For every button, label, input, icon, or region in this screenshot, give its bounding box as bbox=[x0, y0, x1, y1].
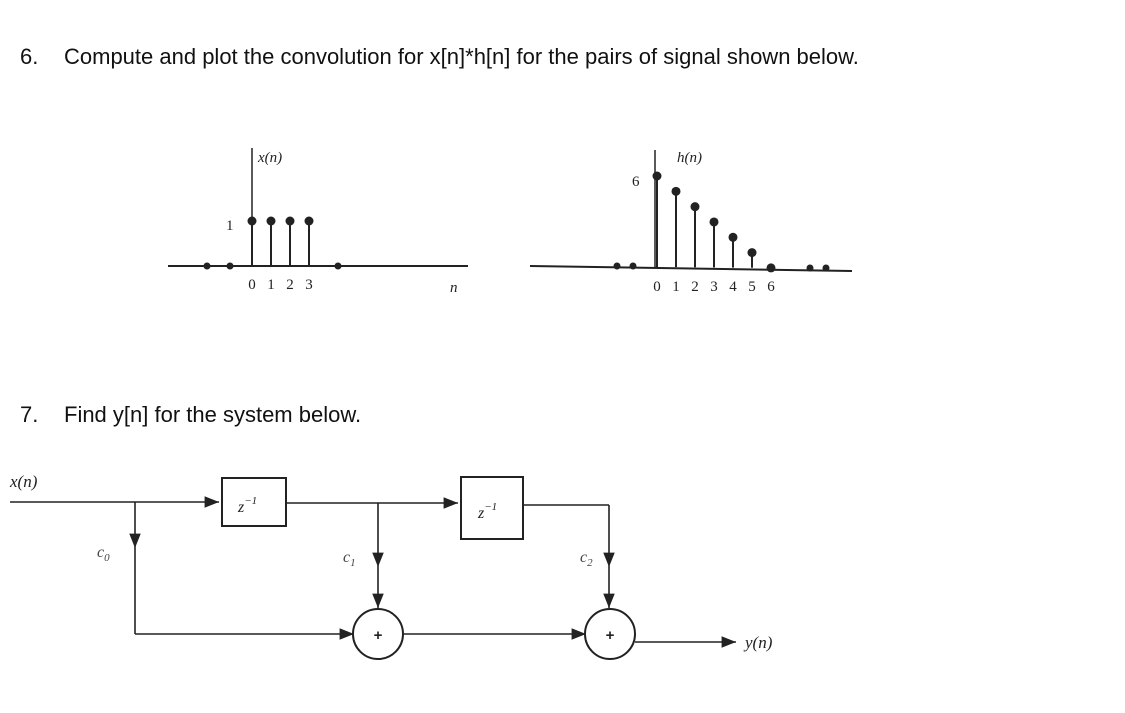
plot-x-tick-label: 1 bbox=[267, 277, 275, 293]
block-diagram bbox=[10, 476, 736, 660]
question-7-text: Find y[n] for the system below. bbox=[64, 402, 362, 427]
plot-x-sample-dot bbox=[285, 216, 295, 226]
coef-c1-label: c1 bbox=[343, 549, 356, 569]
question-7-number: 7. bbox=[20, 402, 39, 427]
coef-c0-label: c0 bbox=[97, 544, 110, 564]
plot-h-sample-dot bbox=[747, 248, 757, 258]
plot-h-sample-dot bbox=[652, 171, 662, 181]
plot-x-tick-label: 2 bbox=[286, 277, 294, 293]
plot-h-axis bbox=[529, 265, 853, 272]
adder-2 bbox=[584, 608, 636, 660]
plot-h-tick-label: 4 bbox=[729, 279, 737, 295]
plot-h-sample-dot bbox=[709, 217, 719, 227]
question-7: 7. Find y[n] for the system below. bbox=[20, 402, 361, 428]
plot-h-tick-label: 6 bbox=[767, 279, 775, 295]
plot-x-axis-var: n bbox=[450, 280, 458, 296]
adder-2-symbol: + bbox=[606, 627, 615, 644]
plot-h-zero-dot bbox=[806, 264, 814, 272]
plot-x-ytick: 1 bbox=[226, 218, 234, 234]
plot-h-sample-dot bbox=[671, 186, 681, 196]
plot-x-tick-label: 0 bbox=[248, 277, 256, 293]
coef-c2-label: c2 bbox=[580, 549, 593, 569]
plot-x-sample-dot bbox=[304, 216, 314, 226]
plot-x-zero-dot bbox=[334, 262, 342, 270]
question-6-number: 6. bbox=[20, 44, 39, 69]
plot-h-sample-dot bbox=[728, 232, 738, 242]
plot-h-sample-dot bbox=[690, 202, 700, 212]
plot-h-zero-dot bbox=[822, 264, 830, 272]
plot-x-tick-label: 3 bbox=[305, 277, 313, 293]
plot-h-tick-label: 2 bbox=[691, 279, 699, 295]
question-6-text: Compute and plot the convolution for x[n… bbox=[64, 44, 859, 69]
delay-2-label: z−1 bbox=[477, 501, 497, 522]
plot-h-ytick: 6 bbox=[632, 174, 640, 190]
plot-x-zero-dot bbox=[203, 262, 211, 270]
plot-h-zero-dot bbox=[629, 262, 637, 270]
plot-x-label: x(n) bbox=[257, 150, 282, 166]
output-label: y(n) bbox=[743, 633, 773, 652]
delay-1-label: z−1 bbox=[237, 495, 257, 516]
delay-block-1 bbox=[221, 477, 287, 527]
plot-h-tick-label: 0 bbox=[653, 279, 661, 295]
plot-x-sample-dot bbox=[266, 216, 276, 226]
plot-x-zero-dot bbox=[226, 262, 234, 270]
plot-h-tick-label: 5 bbox=[748, 279, 756, 295]
delay-block-2 bbox=[460, 476, 524, 540]
plot-h-zero-dot bbox=[613, 262, 621, 270]
input-label: x(n) bbox=[9, 472, 38, 491]
plot-h-sample-dot bbox=[766, 263, 776, 273]
plot-x bbox=[168, 148, 468, 270]
plot-h-tick-label: 1 bbox=[672, 279, 680, 295]
plot-h-label: h(n) bbox=[677, 150, 702, 166]
plot-x-sample-dot bbox=[247, 216, 257, 226]
plot-h-tick-label: 3 bbox=[710, 279, 718, 295]
plot-h bbox=[529, 150, 853, 273]
question-6: 6. Compute and plot the convolution for x… bbox=[20, 44, 859, 70]
adder-1-symbol: + bbox=[374, 627, 383, 644]
